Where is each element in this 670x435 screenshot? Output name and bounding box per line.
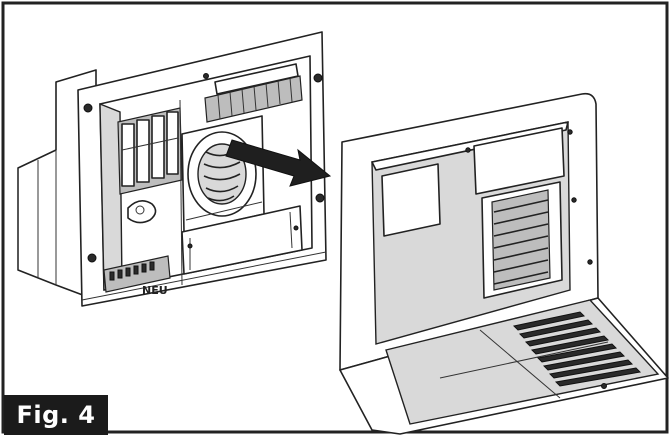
cooling-fan	[181, 115, 265, 233]
breaker-bank	[204, 63, 303, 123]
fuse-cartridges	[117, 107, 183, 195]
converter-housing	[17, 31, 327, 307]
arrow-right-icon	[225, 139, 332, 187]
side-window	[381, 163, 441, 237]
component-marking: NEU	[142, 284, 168, 297]
terminal-connector	[127, 200, 157, 224]
figure-label: Fig. 4	[4, 395, 108, 435]
vent-louvers	[481, 181, 563, 299]
upper-compartment	[473, 127, 565, 195]
door-panel	[339, 92, 669, 435]
terminal-strip	[103, 255, 171, 293]
door-louvers	[512, 311, 642, 387]
